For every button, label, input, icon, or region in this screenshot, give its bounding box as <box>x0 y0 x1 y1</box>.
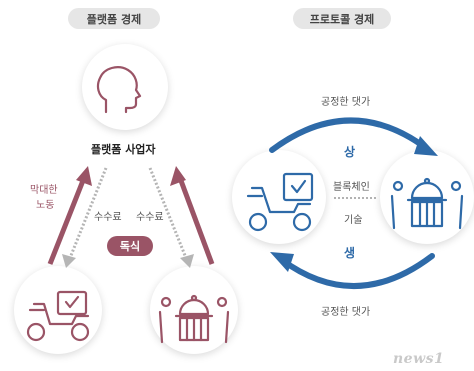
labor-arrow-right <box>170 166 215 265</box>
win-label-bottom: 생 <box>344 246 356 260</box>
fee-arrow-left <box>62 167 108 268</box>
person-head-icon <box>96 66 142 114</box>
win-label-top: 상 <box>344 145 356 159</box>
fair-compensation-top: 공정한 댓가 <box>321 97 371 108</box>
labor-label-line1: 막대한 <box>30 185 58 196</box>
cycle-arrow-bottom <box>270 252 435 289</box>
labor-label-line2: 노동 <box>36 200 55 211</box>
blockchain-label-line1: 블록체인 <box>333 182 370 193</box>
platform-operator-circle <box>82 44 168 130</box>
cycle-arrow-top <box>269 117 438 156</box>
blockchain-label-line2: 기술 <box>344 215 363 226</box>
news1-watermark: news1 <box>393 351 445 367</box>
restaurant-table-icon <box>390 177 464 230</box>
protocol-economy-title: 프로토콜 경제 <box>293 8 391 29</box>
fee-label-left: 수수료 <box>94 212 122 223</box>
delivery-scooter-icon <box>26 290 90 342</box>
platform-operator-label: 플랫폼 사업자 <box>91 143 156 156</box>
restaurant-table-icon <box>158 294 230 344</box>
fair-compensation-bottom: 공정한 댓가 <box>321 307 371 318</box>
platform-economy-title: 플랫폼 경제 <box>68 8 160 29</box>
fee-label-right: 수수료 <box>136 212 164 223</box>
delivery-scooter-icon <box>246 172 314 232</box>
fee-arrow-right <box>148 167 194 268</box>
labor-arrow-left <box>47 166 92 265</box>
monopoly-badge: 독식 <box>107 236 153 256</box>
